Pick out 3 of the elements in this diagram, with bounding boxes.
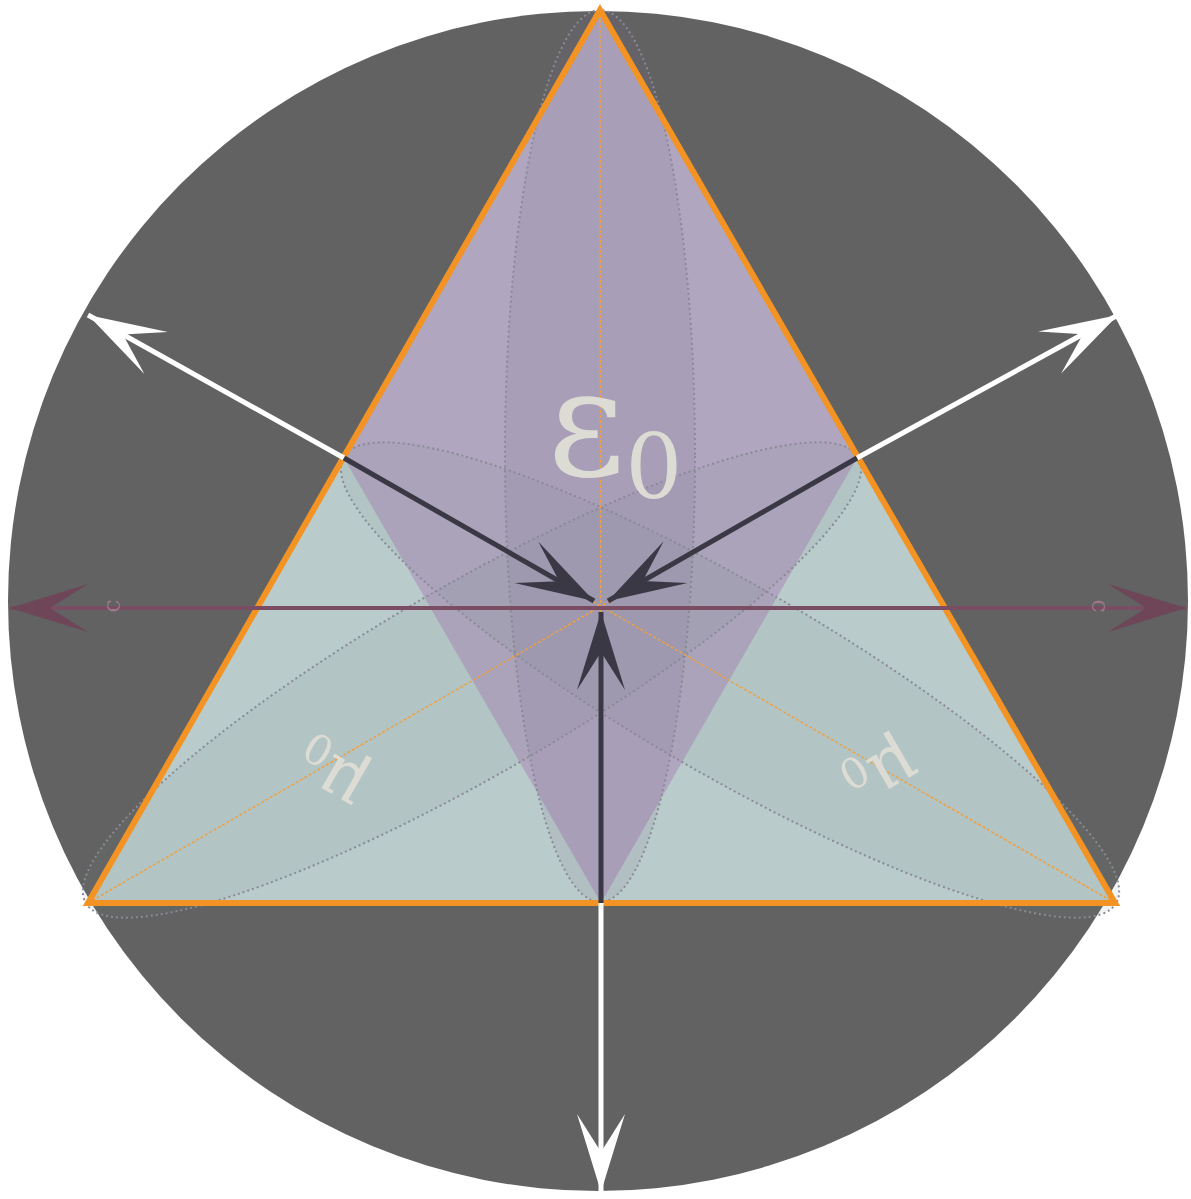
symbol-label: c (100, 599, 124, 613)
symbol-label: c (1088, 599, 1112, 613)
symbol-label: ε$_{0}$ (547, 348, 683, 512)
